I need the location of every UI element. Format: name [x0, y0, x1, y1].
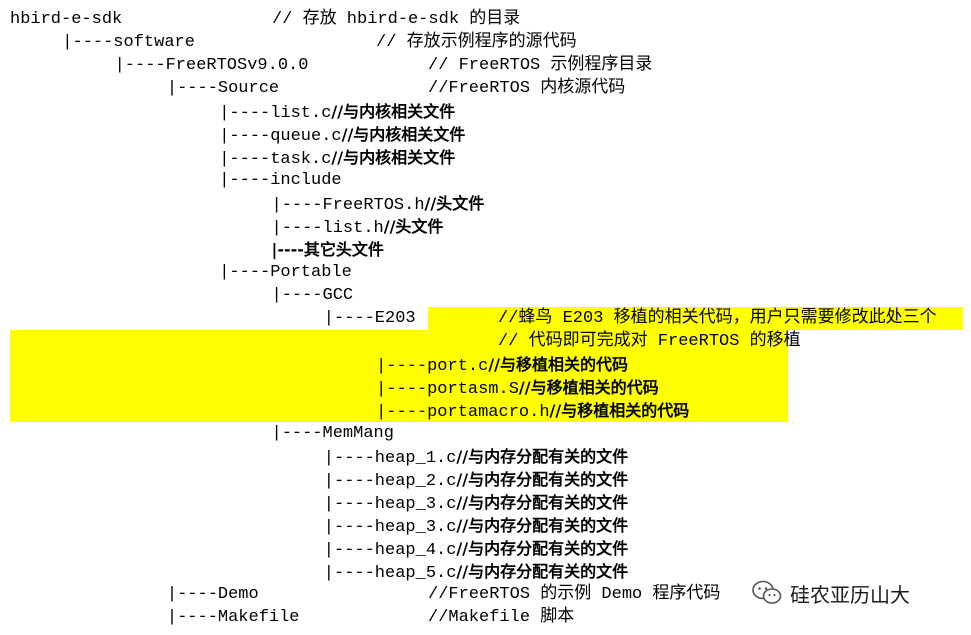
tree-path: |----queue.c	[219, 127, 342, 146]
tree-comment: //与内存分配有关的文件	[456, 562, 629, 581]
tree-line: |----heap_2.c//与内存分配有关的文件	[324, 468, 628, 491]
tree-comment: // 存放 hbird-e-sdk 的目录	[272, 10, 521, 29]
tree-comment: //与内存分配有关的文件	[456, 516, 629, 535]
tree-path: |----list.h	[271, 219, 384, 238]
tree-path: |----list.c	[219, 104, 332, 123]
tree-line: |----task.c//与内核相关文件	[219, 146, 455, 169]
tree-path: hbird-e-sdk	[10, 10, 123, 29]
wechat-icon	[752, 580, 782, 604]
tree-comment: //头文件	[424, 194, 485, 213]
tree-path: |----Makefile	[166, 608, 300, 627]
tree-path: |----heap_4.c	[323, 541, 457, 560]
tree-comment: //Makefile 脚本	[428, 608, 575, 627]
tree-comment: //与内存分配有关的文件	[456, 539, 629, 558]
tree-line: |----Source	[167, 77, 279, 100]
tree-line: |----heap_3.c//与内存分配有关的文件	[324, 491, 628, 514]
tree-path: |----Portable	[219, 263, 352, 282]
tree-path: |----Demo	[166, 585, 259, 604]
tree-line: |----list.c//与内核相关文件	[219, 100, 455, 123]
tree-comment: //与移植相关的代码	[488, 355, 629, 374]
tree-line: |----heap_3.c//与内存分配有关的文件	[324, 514, 628, 537]
tree-path: |----heap_3.c	[323, 518, 457, 537]
tree-comment: //与内存分配有关的文件	[456, 470, 629, 489]
tree-line: |----Makefile	[167, 606, 300, 629]
tree-line: |----queue.c//与内核相关文件	[219, 123, 465, 146]
tree-line: |----其它头文件	[272, 238, 384, 261]
highlight-block	[428, 307, 963, 330]
tree-comment: //与内存分配有关的文件	[456, 493, 629, 512]
tree-line: |----FreeRTOSv9.0.0	[115, 54, 309, 77]
tree-line: |----heap_5.c//与内存分配有关的文件	[324, 560, 628, 583]
tree-comment: //与移植相关的代码	[549, 401, 690, 420]
tree-path: |----port.c	[376, 357, 489, 376]
highlight-block	[10, 330, 788, 422]
tree-line: |----port.c//与移植相关的代码	[376, 353, 628, 376]
tree-path: |----portasm.S	[376, 380, 519, 399]
tree-line: |----portamacro.h//与移植相关的代码	[376, 399, 689, 422]
tree-line: |----portasm.S//与移植相关的代码	[376, 376, 659, 399]
tree-line: |----heap_1.c//与内存分配有关的文件	[324, 445, 628, 468]
tree-comment: //蜂鸟 E203 移植的相关代码，用户只需要修改此处三个	[498, 309, 937, 328]
tree-line: |----heap_4.c//与内存分配有关的文件	[324, 537, 628, 560]
tree-path: |----Source	[166, 79, 280, 98]
tree-line: |----software	[62, 31, 195, 54]
watermark: 硅农亚历山大	[752, 578, 910, 608]
tree-path: |----FreeRTOSv9.0.0	[114, 56, 309, 75]
tree-comment: //与移植相关的代码	[518, 378, 659, 397]
tree-path: |----task.c	[219, 150, 332, 169]
tree-comment: // 代码即可完成对 FreeRTOS 的移植	[498, 332, 801, 351]
tree-line: |----E203	[324, 307, 416, 330]
tree-path: |----heap_3.c	[323, 495, 457, 514]
tree-line: |----FreeRTOS.h//头文件	[272, 192, 485, 215]
tree-path: |----其它头文件	[271, 240, 384, 259]
tree-path: |----software	[62, 33, 195, 52]
tree-comment: //与内存分配有关的文件	[456, 447, 629, 466]
tree-path: |----include	[219, 171, 342, 190]
tree-line: |----Demo	[167, 583, 259, 606]
tree-comment: //与内核相关文件	[331, 102, 456, 121]
tree-path: |----portamacro.h	[376, 403, 550, 422]
tree-line: |----GCC	[272, 284, 354, 307]
tree-comment: // 存放示例程序的源代码	[376, 33, 577, 52]
tree-path: |----FreeRTOS.h	[271, 196, 425, 215]
tree-comment: // FreeRTOS 示例程序目录	[428, 56, 653, 75]
tree-path: |----GCC	[271, 286, 354, 305]
watermark-text: 硅农亚历山大	[790, 582, 910, 607]
tree-line: |----include	[219, 169, 341, 192]
tree-path: |----E203	[323, 309, 416, 328]
tree-comment: //FreeRTOS 的示例 Demo 程序代码	[428, 585, 721, 604]
tree-line: |----list.h//头文件	[272, 215, 444, 238]
tree-line: |----Portable	[219, 261, 352, 284]
tree-path: |----heap_5.c	[323, 564, 457, 583]
tree-comment: //与内核相关文件	[341, 125, 466, 144]
tree-comment: //FreeRTOS 内核源代码	[428, 79, 626, 98]
tree-path: |----heap_1.c	[323, 449, 457, 468]
tree-path: |----MemMang	[271, 424, 394, 443]
tree-line: |----MemMang	[272, 422, 394, 445]
tree-comment: //与内核相关文件	[331, 148, 456, 167]
tree-comment: //头文件	[383, 217, 444, 236]
tree-path: |----heap_2.c	[323, 472, 457, 491]
tree-line: hbird-e-sdk	[10, 8, 122, 31]
